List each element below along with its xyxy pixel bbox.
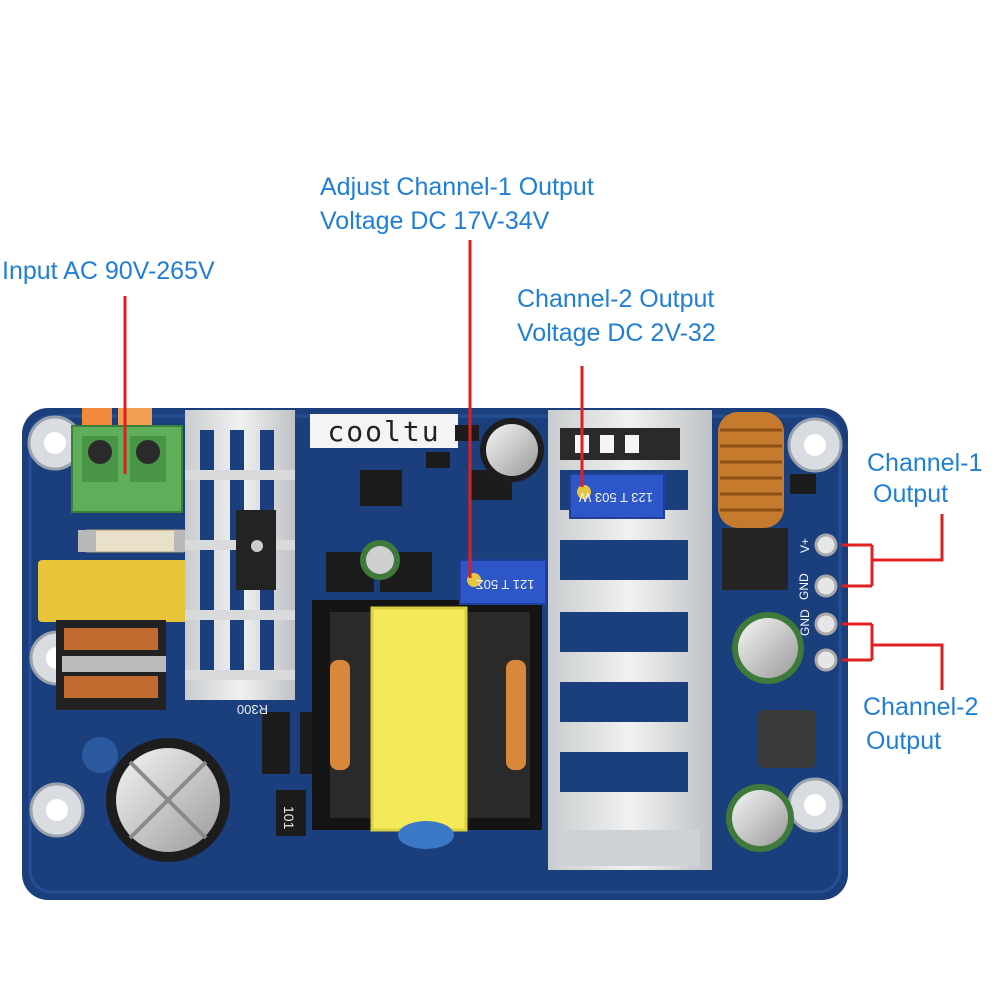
output-pads <box>814 533 838 672</box>
bulk-capacitor <box>106 738 230 862</box>
ch2-voltage-label-line1: Channel-2 Output <box>517 285 715 313</box>
brand-label-bg <box>310 414 458 448</box>
potentiometer-ch1 <box>459 559 547 605</box>
potentiometer-ch2 <box>569 473 665 519</box>
adjust-ch1-label-line1: Adjust Channel-1 Output <box>320 173 594 201</box>
adjust-ch1-label-line2: Voltage DC 17V-34V <box>320 207 550 235</box>
transformer <box>312 600 542 849</box>
left-heatsink <box>185 410 295 700</box>
x-capacitor <box>38 560 188 622</box>
toroid-inductor <box>718 412 784 528</box>
common-mode-choke <box>56 620 166 710</box>
regulator-chip <box>722 528 788 590</box>
pin-gnd1-label: GND <box>797 573 811 600</box>
ch2-voltage-label-line2: Voltage DC 2V-32 <box>517 319 716 347</box>
output-capacitors <box>726 612 816 852</box>
pin-v-plus-label: V+ <box>798 538 812 553</box>
ch2-output-label-line1: Channel-2 <box>863 693 979 721</box>
ch1-output-label-line2: Output <box>873 480 949 508</box>
input-voltage-label: Input AC 90V-265V <box>2 257 215 285</box>
ch2-output-label-line2: Output <box>866 727 942 755</box>
pin-gnd2-label: GND <box>798 609 812 636</box>
pointer-lines <box>123 240 944 690</box>
ch1-output-label-line1: Channel-1 <box>867 449 983 477</box>
potentiometer-ch1-code: 121 T 50Σ <box>476 577 535 592</box>
resistor-code: R300 <box>237 702 268 717</box>
chip-code: 101 <box>281 806 297 830</box>
potentiometer-ch2-code: 123 T 503 W <box>578 490 653 505</box>
fuse <box>79 529 191 553</box>
brand-label: cooltu <box>327 415 440 448</box>
